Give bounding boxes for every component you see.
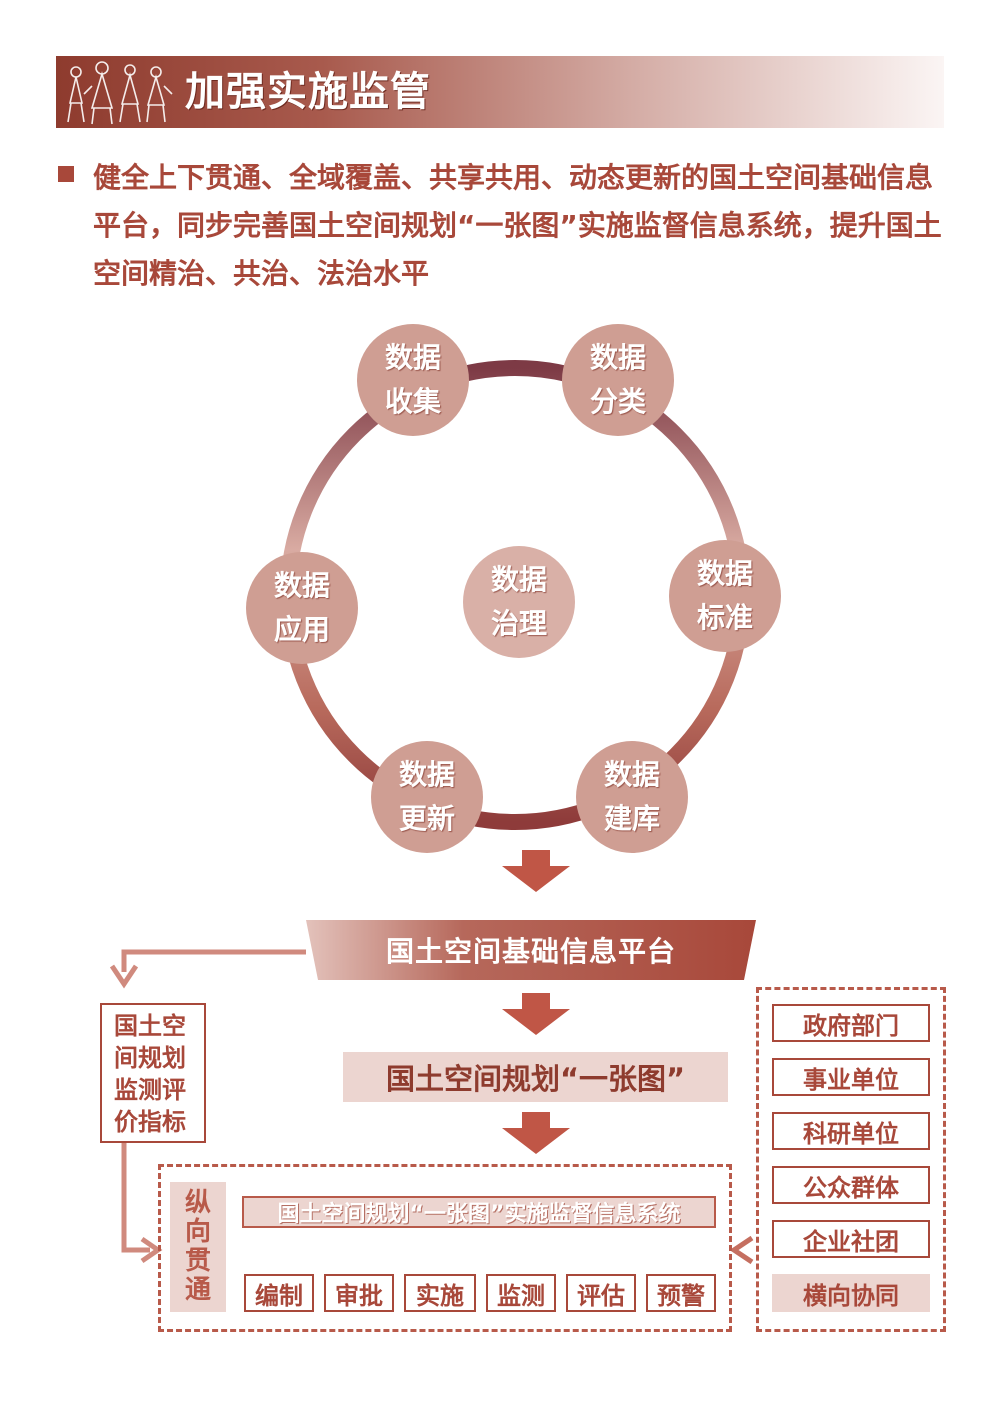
node-label-line2: 分类 bbox=[589, 385, 646, 418]
connector-platform-to-indicators bbox=[121, 949, 306, 972]
down-arrow-icon bbox=[502, 850, 570, 892]
stage-box-implement: 实施 bbox=[404, 1274, 476, 1312]
stage-box-monitor: 监测 bbox=[486, 1274, 556, 1312]
cycle-node-classify: 数据 分类 bbox=[562, 324, 674, 436]
indicators-line: 价指标 bbox=[114, 1108, 186, 1136]
org-item-public: 公众群体 bbox=[772, 1166, 930, 1204]
org-item-institution: 事业单位 bbox=[772, 1058, 930, 1096]
down-arrow-icon bbox=[502, 993, 570, 1035]
vertical-integration-label: 纵 向 贯 通 bbox=[170, 1182, 226, 1312]
cycle-node-database: 数据 建库 bbox=[576, 741, 688, 853]
node-label-line2: 更新 bbox=[398, 802, 455, 835]
indicators-box: 国土空 间规划 监测评 价指标 bbox=[100, 1003, 206, 1143]
cycle-node-collect: 数据 收集 bbox=[357, 324, 469, 436]
node-label-line1: 数据 bbox=[490, 563, 547, 596]
node-label-line2: 治理 bbox=[490, 607, 547, 640]
vertical-char: 向 bbox=[184, 1217, 211, 1247]
vertical-char: 贯 bbox=[184, 1246, 211, 1276]
indicators-line: 间规划 bbox=[114, 1044, 186, 1072]
page-title: 加强实施监管 bbox=[185, 69, 431, 115]
node-label-line1: 数据 bbox=[273, 569, 330, 602]
stage-box-compile: 编制 bbox=[244, 1274, 314, 1312]
org-item-enterprise: 企业社团 bbox=[772, 1220, 930, 1258]
cycle-node-apply: 数据 应用 bbox=[246, 552, 358, 664]
indicators-line: 监测评 bbox=[114, 1076, 186, 1104]
stage-box-approve: 审批 bbox=[324, 1274, 394, 1312]
system-dashed-box bbox=[158, 1164, 732, 1332]
indicators-line: 国土空 bbox=[114, 1012, 186, 1040]
cycle-node-standard: 数据 标准 bbox=[669, 540, 781, 652]
node-label-line2: 收集 bbox=[384, 385, 441, 418]
platform-label: 国土空间基础信息平台 bbox=[385, 935, 676, 968]
org-item-research: 科研单位 bbox=[772, 1112, 930, 1150]
figures-illustration-icon bbox=[67, 61, 173, 125]
connector-orgs-to-system bbox=[729, 1235, 754, 1265]
node-label-line1: 数据 bbox=[696, 557, 753, 590]
cycle-center-node: 数据 治理 bbox=[463, 546, 575, 658]
connector-arrowhead-indicators bbox=[109, 964, 139, 989]
stage-box-warn: 预警 bbox=[646, 1274, 716, 1312]
vertical-char: 通 bbox=[184, 1275, 211, 1305]
down-arrow-icon bbox=[502, 1112, 570, 1154]
node-label-line1: 数据 bbox=[603, 758, 660, 791]
platform-banner-shape bbox=[306, 920, 756, 980]
header-banner bbox=[56, 56, 944, 128]
node-label-line1: 数据 bbox=[398, 758, 455, 791]
org-dashed-box bbox=[756, 987, 946, 1332]
stage-box-evaluate: 评估 bbox=[566, 1274, 636, 1312]
intro-paragraph: 健全上下贯通、全域覆盖、共享共用、动态更新的国土空间基础信息平台，同步完善国土空… bbox=[93, 161, 942, 290]
bullet-square-icon bbox=[58, 166, 74, 182]
node-label-line1: 数据 bbox=[384, 341, 441, 374]
vertical-char: 纵 bbox=[184, 1188, 211, 1218]
system-title: 国土空间规划“一张图”实施监督信息系统 bbox=[242, 1196, 716, 1228]
horizontal-collaboration-label: 横向协同 bbox=[772, 1274, 930, 1312]
one-map-box: 国土空间规划“一张图” bbox=[343, 1052, 728, 1102]
node-label-line2: 应用 bbox=[273, 613, 330, 646]
node-label-line2: 建库 bbox=[603, 802, 660, 835]
node-label-line2: 标准 bbox=[696, 601, 753, 634]
node-label-line1: 数据 bbox=[589, 341, 646, 374]
connector-indicators-to-system bbox=[121, 1143, 150, 1253]
org-item-government: 政府部门 bbox=[772, 1004, 930, 1042]
cycle-node-update: 数据 更新 bbox=[371, 741, 483, 853]
